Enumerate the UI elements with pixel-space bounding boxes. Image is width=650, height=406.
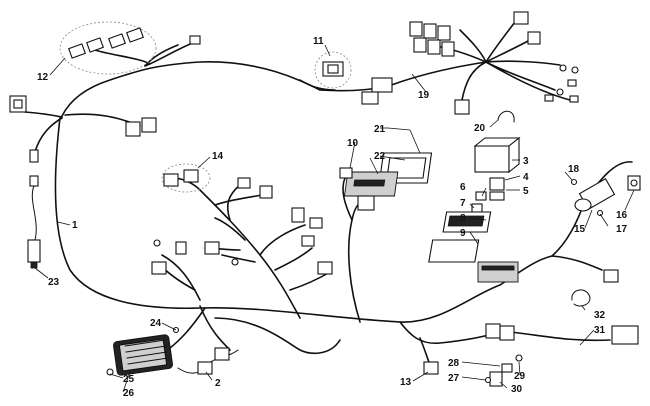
- callout-27: 27: [448, 373, 460, 384]
- callout-6: 6: [460, 182, 466, 193]
- sensor-23: [27, 175, 41, 269]
- clamp-32: [571, 289, 591, 307]
- callout-labels: 1 2 3 4 5 6 7 8 9 10 11 12 13 14 15 16 1…: [37, 36, 628, 399]
- ignition-coil: [570, 175, 641, 217]
- callout-22: 22: [374, 151, 386, 162]
- modules-21-22: [339, 152, 433, 211]
- callout-19: 19: [418, 90, 430, 101]
- connector-2: [177, 347, 239, 375]
- callout-31: 31: [594, 325, 606, 336]
- clip-20: [497, 110, 515, 123]
- connector-11: [314, 51, 393, 105]
- callout-21: 21: [374, 124, 386, 135]
- connector-group-12: [59, 21, 201, 75]
- callout-5: 5: [523, 186, 529, 197]
- callout-13: 13: [400, 377, 412, 388]
- callout-3: 3: [523, 156, 529, 167]
- callout-7: 7: [460, 198, 466, 209]
- callout-24: 24: [150, 318, 162, 329]
- connector-group-14: [151, 163, 333, 275]
- callout-14: 14: [212, 151, 224, 162]
- fuse-block: [428, 191, 519, 283]
- callout-4: 4: [523, 172, 529, 183]
- callout-26: 26: [123, 388, 135, 399]
- leader-lines: [34, 44, 635, 393]
- callout-9: 9: [460, 228, 466, 239]
- relays-3-4-5: [473, 136, 521, 201]
- callout-18: 18: [568, 164, 580, 175]
- callout-17: 17: [616, 224, 628, 235]
- harness-19-connectors: [409, 11, 579, 115]
- callout-30: 30: [511, 384, 523, 395]
- callout-28: 28: [448, 358, 460, 369]
- callout-1: 1: [72, 220, 78, 231]
- callout-8: 8: [460, 213, 466, 224]
- callout-23: 23: [48, 277, 60, 288]
- callout-29: 29: [514, 371, 526, 382]
- callout-2: 2: [215, 378, 221, 389]
- callout-10: 10: [347, 138, 359, 149]
- connector-31: [485, 269, 639, 345]
- callout-16: 16: [616, 210, 628, 221]
- callout-15: 15: [574, 224, 586, 235]
- left-connectors: [9, 95, 157, 163]
- regulator-26: [106, 326, 180, 376]
- callout-11: 11: [313, 36, 324, 47]
- callout-25: 25: [123, 374, 135, 385]
- components-bottom: [423, 354, 523, 387]
- callout-20: 20: [474, 123, 486, 134]
- callout-12: 12: [37, 72, 49, 83]
- callout-32: 32: [594, 310, 606, 321]
